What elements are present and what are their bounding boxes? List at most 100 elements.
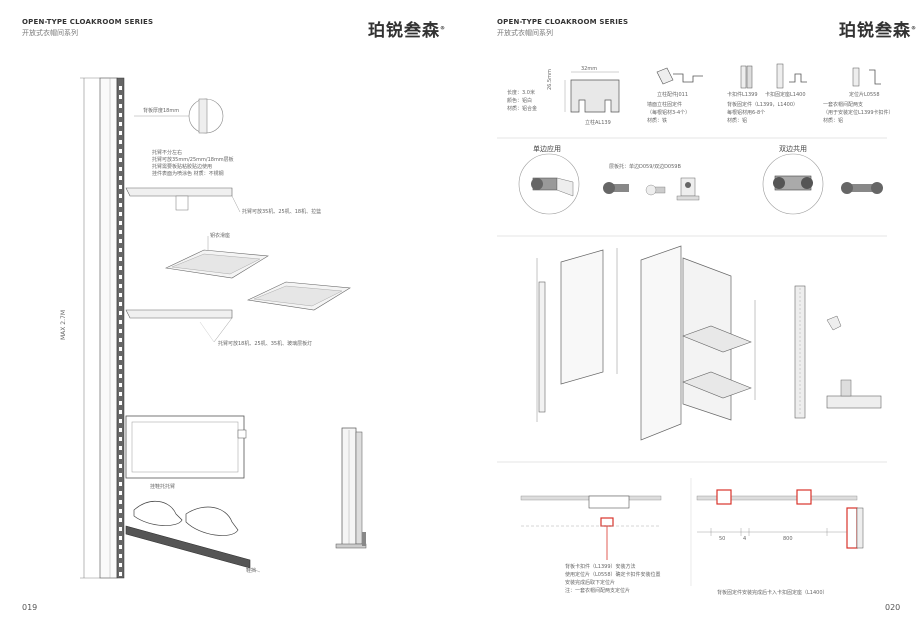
rail-slot	[119, 140, 122, 144]
dim-height-label: 26.5mm	[547, 69, 553, 90]
label-hanging-rail: 钥衣滑座	[210, 233, 231, 239]
rail-slot	[119, 122, 122, 126]
bracket-note-4: 挂件表面为喷涂色 材质：不锈钢	[152, 171, 224, 177]
rail-slot	[119, 410, 122, 414]
label-glass-bracket: 托臂可放18机、25机、35机、玻璃层板灯	[218, 341, 313, 347]
rail-slot	[119, 221, 122, 225]
brand-logo-right: 珀锐叁森®	[839, 21, 917, 41]
rail-slot	[119, 248, 122, 252]
rail-slot	[119, 563, 122, 567]
rail-slot	[119, 203, 122, 207]
rail-slot	[119, 284, 122, 288]
bracket-desc-1: 墙面立柱固定件	[647, 102, 683, 108]
rail-slot	[119, 356, 122, 360]
bracket-desc-2: （每根铝材3-4个）	[647, 110, 691, 116]
rail-slot	[119, 158, 122, 162]
locator-desc-3: 材质：铝	[823, 118, 844, 124]
rail-slot	[119, 113, 122, 117]
page-number-left: 019	[22, 603, 38, 612]
rail-slot	[119, 275, 122, 279]
left-page: OPEN-TYPE CLOAKROOM SERIES 开放式衣帽间系列 珀锐叁森…	[22, 18, 446, 612]
rail-slot	[119, 383, 122, 387]
section-single-side: 单边应用	[533, 145, 561, 153]
label-shelf-bracket: 托臂可放35机、25机、18机、拉篮	[242, 209, 322, 215]
dim-50: 50	[719, 536, 726, 542]
label-shoe-bracket: 挂鞋托托臂	[150, 484, 176, 490]
upright-name: 立柱AL139	[585, 120, 611, 126]
rail-slot	[119, 419, 122, 423]
section-double-side: 双边共用	[779, 145, 807, 153]
rail-slot	[119, 86, 122, 90]
rail-slot	[119, 239, 122, 243]
rail-slot	[119, 176, 122, 180]
rail-slot	[119, 167, 122, 171]
label-backboard-thickness: 背板厚度18mm	[143, 108, 180, 114]
clip2-name: 卡扣固定座L1400	[765, 92, 806, 98]
right-page: OPEN-TYPE CLOAKROOM SERIES 开放式衣帽间系列 珀锐叁森…	[461, 0, 922, 626]
rail-slot	[119, 257, 122, 261]
rail-slot	[119, 185, 122, 189]
bracket-note-1: 托臂不分左右	[152, 150, 183, 156]
series-title-en-right: OPEN-TYPE CLOAKROOM SERIES	[497, 18, 629, 26]
rail-slot	[119, 104, 122, 108]
upright-spec-2: 颜色：铝白	[507, 98, 533, 104]
rail-slot	[119, 518, 122, 522]
rail-slot	[119, 302, 122, 306]
series-title-cn: 开放式衣帽间系列	[22, 29, 78, 37]
bracket-note-2: 托臂可放35mm/25mm/18mm层板	[152, 157, 234, 163]
rail-slot	[119, 509, 122, 513]
install-note-1: 背板卡扣件（L1399）安装方法	[565, 564, 636, 570]
rail-slot	[119, 194, 122, 198]
rail-slot	[119, 212, 122, 216]
rail-slot	[119, 95, 122, 99]
rail-slot	[119, 311, 122, 315]
rail-slot	[119, 329, 122, 333]
series-title-cn-right: 开放式衣帽间系列	[497, 29, 553, 37]
left-drawing	[80, 77, 367, 579]
rail-slot	[119, 149, 122, 153]
rail-slot	[119, 293, 122, 297]
clip-desc-1: 背板固定件（L1399，L1400）	[727, 102, 799, 108]
rail-slot	[119, 482, 122, 486]
locator-desc-1: 一套衣帽间配两支	[823, 102, 864, 108]
rail-slot	[119, 491, 122, 495]
layer-pin-label: 层板托：单边D059/双边D059B	[609, 164, 681, 170]
dim-width-label: 32mm	[581, 66, 598, 72]
rail-slot	[119, 266, 122, 270]
series-title-en: OPEN-TYPE CLOAKROOM SERIES	[22, 18, 154, 26]
dim-800: 800	[783, 536, 793, 542]
label-shoe-rack: 鞋挡	[246, 568, 257, 574]
rail-slot	[119, 545, 122, 549]
rail-slot	[119, 401, 122, 405]
upright-spec-1: 长度：3.0米	[507, 90, 535, 96]
rail-slot	[119, 347, 122, 351]
rail-slot	[119, 131, 122, 135]
rail-slot	[119, 500, 122, 504]
dim-4: 4	[743, 536, 747, 542]
rail-slot	[119, 572, 122, 576]
bracket-desc-3: 材质：铁	[647, 118, 668, 124]
rail-slot	[119, 374, 122, 378]
bracket-name: 立柱配件J011	[657, 92, 689, 98]
install-note-3: 安装完成后取下定位片	[565, 580, 616, 586]
bracket-note-3: 托臂需要板贴粘胶贴边使用	[152, 164, 213, 170]
locator-desc-2: （用于安装定位L1399卡扣件）	[823, 110, 894, 116]
page-number-right: 020	[885, 603, 901, 612]
clip-desc-3: 材质：铝	[727, 118, 748, 124]
brand-logo: 珀锐叁森®	[368, 21, 446, 41]
rail-slot	[119, 320, 122, 324]
rail-slot	[119, 446, 122, 450]
install-note-4: 注：一套衣帽间配两支定位片	[565, 588, 631, 594]
install-caption: 背板固定件安装完成后卡入卡扣固定座（L1400）	[717, 590, 828, 596]
rail-slot	[119, 230, 122, 234]
rail-slot	[119, 392, 122, 396]
rail-slot	[119, 554, 122, 558]
rail-slot	[119, 338, 122, 342]
height-dimension-label: MAX 2.7M	[60, 309, 67, 340]
install-note-2: 使用定位片（L0558）确定卡扣件安装位置	[565, 572, 661, 578]
locator-name: 定位片L0558	[849, 92, 880, 98]
rail-slot	[119, 437, 122, 441]
rail-slot	[119, 428, 122, 432]
rail-slot	[119, 473, 122, 477]
